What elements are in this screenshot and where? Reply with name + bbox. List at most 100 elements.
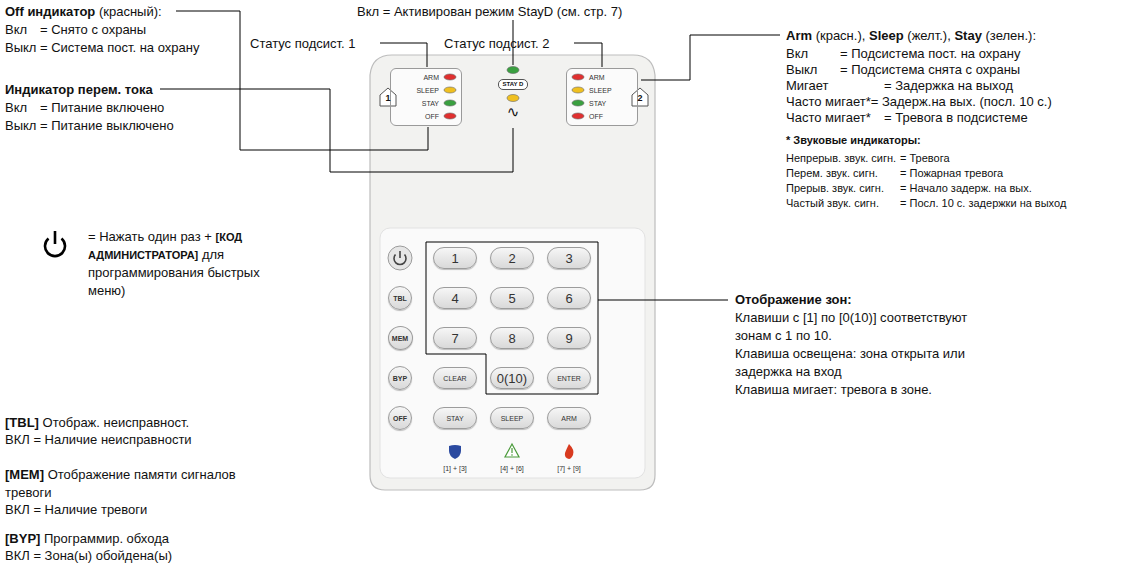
panic-icons [449,444,574,459]
led-label: OFF [589,112,603,121]
callout-text: Статус подсист. 1 [250,36,356,52]
keypad-key: MEM [388,326,413,350]
text-group: [TBL] Отображ. неисправност. [5,414,305,432]
callout-text: Выкл [5,40,36,56]
callout-text: Sleep [869,28,904,43]
led-label: STAY [589,99,606,108]
key-label: STAY [446,415,463,422]
callout-text: = Система пост. на охрану [40,40,199,56]
callout-text: = Пожарная тревога [900,167,1003,181]
stayd-badge: STAY D [498,79,528,90]
key-label: 1 [451,251,458,266]
callout-text: [TBL] [5,415,39,430]
keypad-key: ARM [547,407,591,429]
led-panel-fill [390,68,462,126]
callout-text: = Посл. 10 с. задержки на выход [900,197,1066,211]
led-label: SLEEP [416,86,439,95]
keypad-body: [1] + [3][4] + [6][7] + [9]ARMSLEEPSTAYO… [370,55,655,490]
led-label: ARM [423,73,439,82]
key-label: 7 [451,331,458,346]
led-panel-fill [566,68,638,126]
keypad-key: 8 [490,327,534,349]
keypad-key: STAY [433,407,477,429]
house-icon [380,88,396,106]
callout-text: = Нажать один раз + [88,229,212,244]
callout-text: Клавиша освещена: зона открыта или [735,346,965,362]
callout-text: Часто мигает* [786,110,871,126]
callout-text: Частый звук. сигн. [786,197,879,211]
callout-text: = Питание включено [40,100,164,116]
key-label: SLEEP [501,415,524,422]
callout-text: = Начало задерж. на вых. [900,182,1032,196]
key-area [380,228,645,478]
key-label: ARM [561,415,577,422]
led-label: ARM [589,73,605,82]
keypad-key: 4 [433,287,477,309]
key-label: 2 [508,251,515,266]
keypad-key: 9 [547,327,591,349]
key-label: CLEAR [443,375,466,382]
callout-text: Выкл [786,62,817,78]
text-group: Off индикатор (красный): [5,3,305,21]
keypad-key: 7 [433,327,477,349]
callout-text: (красн.), [816,28,866,43]
led-panel: ARM SLEEP STAY OFF [390,68,462,126]
key-label: 6 [565,291,572,306]
panic-key-label: [7] + [9] [557,464,581,473]
keypad-key: BYP [388,366,412,390]
callout-text: = Снято с охраны [40,22,146,38]
key-label: 5 [508,291,515,306]
callout-text: Отображение зон: [735,292,852,308]
key-label: 9 [565,331,572,346]
callout-text: Статус подсист. 2 [444,36,550,52]
house-icon [632,88,648,106]
callout-text: Перем. звук. сигн. [786,167,878,181]
key-label: 4 [451,291,458,306]
callout-text: Off индикатор [5,4,95,19]
callout-text: = Тревога [900,152,950,166]
keypad-housing [370,55,655,490]
keypad-key: 0(10) [490,367,534,389]
keypad-key: 5 [490,287,534,309]
callout-text: Индикатор перем. тока [5,82,153,98]
callout-text: = Задержка на выход [884,78,1013,94]
keypad-key: CLEAR [433,367,477,389]
key-label: TBL [393,295,407,302]
callout-text: = Подсистема снята с охраны [840,62,1020,78]
led-label: STAY [422,99,439,108]
callout-text: = Питание выключено [40,118,174,134]
keypad-key: ENTER [547,367,591,389]
key-label: 0(10) [497,371,527,386]
callout-text: зонам с 1 по 10. [735,328,832,344]
callout-text: ∿ [507,103,520,122]
keypad-key: 3 [547,247,591,269]
callout-text: задержка на вход [735,364,842,380]
text-group: Arm (красн.), Sleep (желт.), Stay (зелен… [786,27,1126,45]
power-symbol [45,231,65,256]
text-group: [BYP] Программир. обхода [5,530,305,548]
callout-text: [BYP] [5,531,40,546]
key-label: MEM [392,335,408,342]
text-group: [MEM] Отображение памяти сигналов тревог… [5,466,255,502]
callout-text: Программир. обхода [44,531,169,546]
callout-text: Вкл [786,46,808,62]
power-key [388,246,412,270]
led-label: OFF [425,112,439,121]
callout-text: Вкл = Активирован режим StayD (см. стр. … [357,4,622,20]
callout-text: Клавиша мигает: тревога в зоне. [735,382,932,398]
keypad-key: OFF [388,406,412,430]
callout-text: Прерыв. звук. сигн. [786,182,884,196]
key-label: 3 [565,251,572,266]
callout-text: Вкл [5,100,27,116]
callout-text: Мигает [786,78,829,94]
callout-text: (желт.), [907,28,950,43]
keypad-key: 2 [490,247,534,269]
callout-text: = Подсистема пост. на охрану [840,46,1020,62]
callout-text: Arm [786,28,812,43]
led-panel: ARMSLEEPSTAYOFF [566,68,638,126]
keypad-key: TBL [388,286,412,310]
key-label: ENTER [557,375,581,382]
callout-text: = Тревога в подсистеме [884,110,1028,126]
callout-text: Stay [954,28,981,43]
